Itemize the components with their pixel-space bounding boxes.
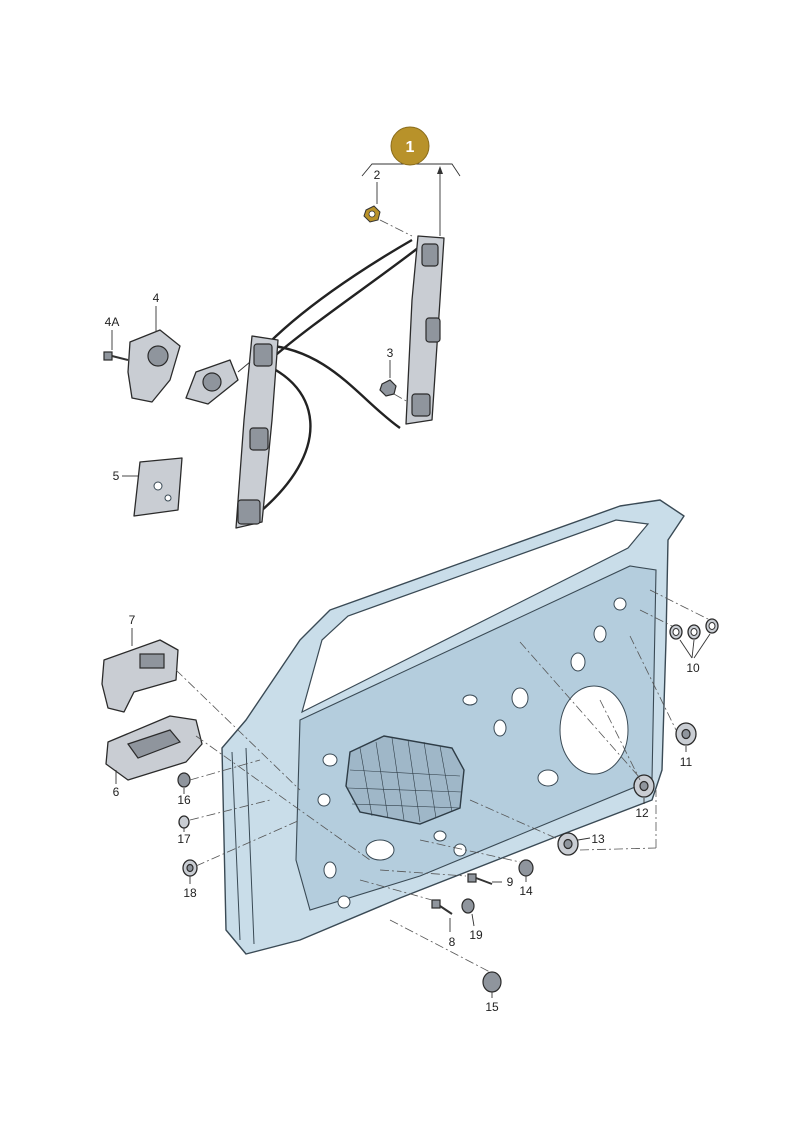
part-2-nut <box>363 182 413 237</box>
callout-13[interactable]: 13 <box>591 832 605 846</box>
callout-15[interactable]: 15 <box>485 1000 499 1014</box>
callout-badge-label: 1 <box>406 139 415 156</box>
part-14-plug <box>518 859 534 882</box>
callout-18[interactable]: 18 <box>183 886 197 900</box>
part-3-nut <box>379 360 409 403</box>
part-7-handle-bracket <box>101 628 179 713</box>
callout-19[interactable]: 19 <box>469 928 483 942</box>
part-17-plug <box>178 815 190 832</box>
callout-12[interactable]: 12 <box>635 806 649 820</box>
callout-7[interactable]: 7 <box>129 613 136 627</box>
callout-9[interactable]: 9 <box>507 875 514 889</box>
part-6-handle <box>105 715 203 784</box>
callout-6[interactable]: 6 <box>113 785 120 799</box>
callout-11[interactable]: 11 <box>680 755 693 769</box>
callout-14[interactable]: 14 <box>519 884 533 898</box>
part-16-plug <box>177 772 191 794</box>
callout-17[interactable]: 17 <box>177 832 191 846</box>
callout-labels: 2 3 4 4A 5 6 7 8 9 10 11 12 13 14 15 16 … <box>105 168 700 1014</box>
part-4a-bolt <box>103 330 129 361</box>
callout-4[interactable]: 4 <box>153 291 160 305</box>
part-5-plate <box>122 457 183 517</box>
callout-4a[interactable]: 4A <box>105 315 120 329</box>
callout-3[interactable]: 3 <box>387 346 394 360</box>
callout-badge-1[interactable]: 1 <box>390 126 430 166</box>
part-19-plug <box>461 898 475 927</box>
part-10-clips <box>669 618 719 659</box>
part-8-bolt <box>431 899 453 932</box>
dashed-leaders <box>175 589 711 973</box>
part-18-grommet <box>182 859 198 884</box>
door-shell <box>221 499 685 955</box>
window-regulator <box>185 235 445 529</box>
part-9-bolt <box>467 873 502 885</box>
callout-10[interactable]: 10 <box>686 661 700 675</box>
callout-5[interactable]: 5 <box>113 469 120 483</box>
callout-16[interactable]: 16 <box>177 793 191 807</box>
part-4-motor <box>127 306 181 403</box>
callout-2[interactable]: 2 <box>374 168 381 182</box>
part-11-grommet <box>675 722 697 752</box>
part-12-grommet <box>633 774 655 804</box>
callout-8[interactable]: 8 <box>449 935 456 949</box>
part-13-grommet <box>557 832 591 856</box>
part-15-plug <box>482 971 502 998</box>
